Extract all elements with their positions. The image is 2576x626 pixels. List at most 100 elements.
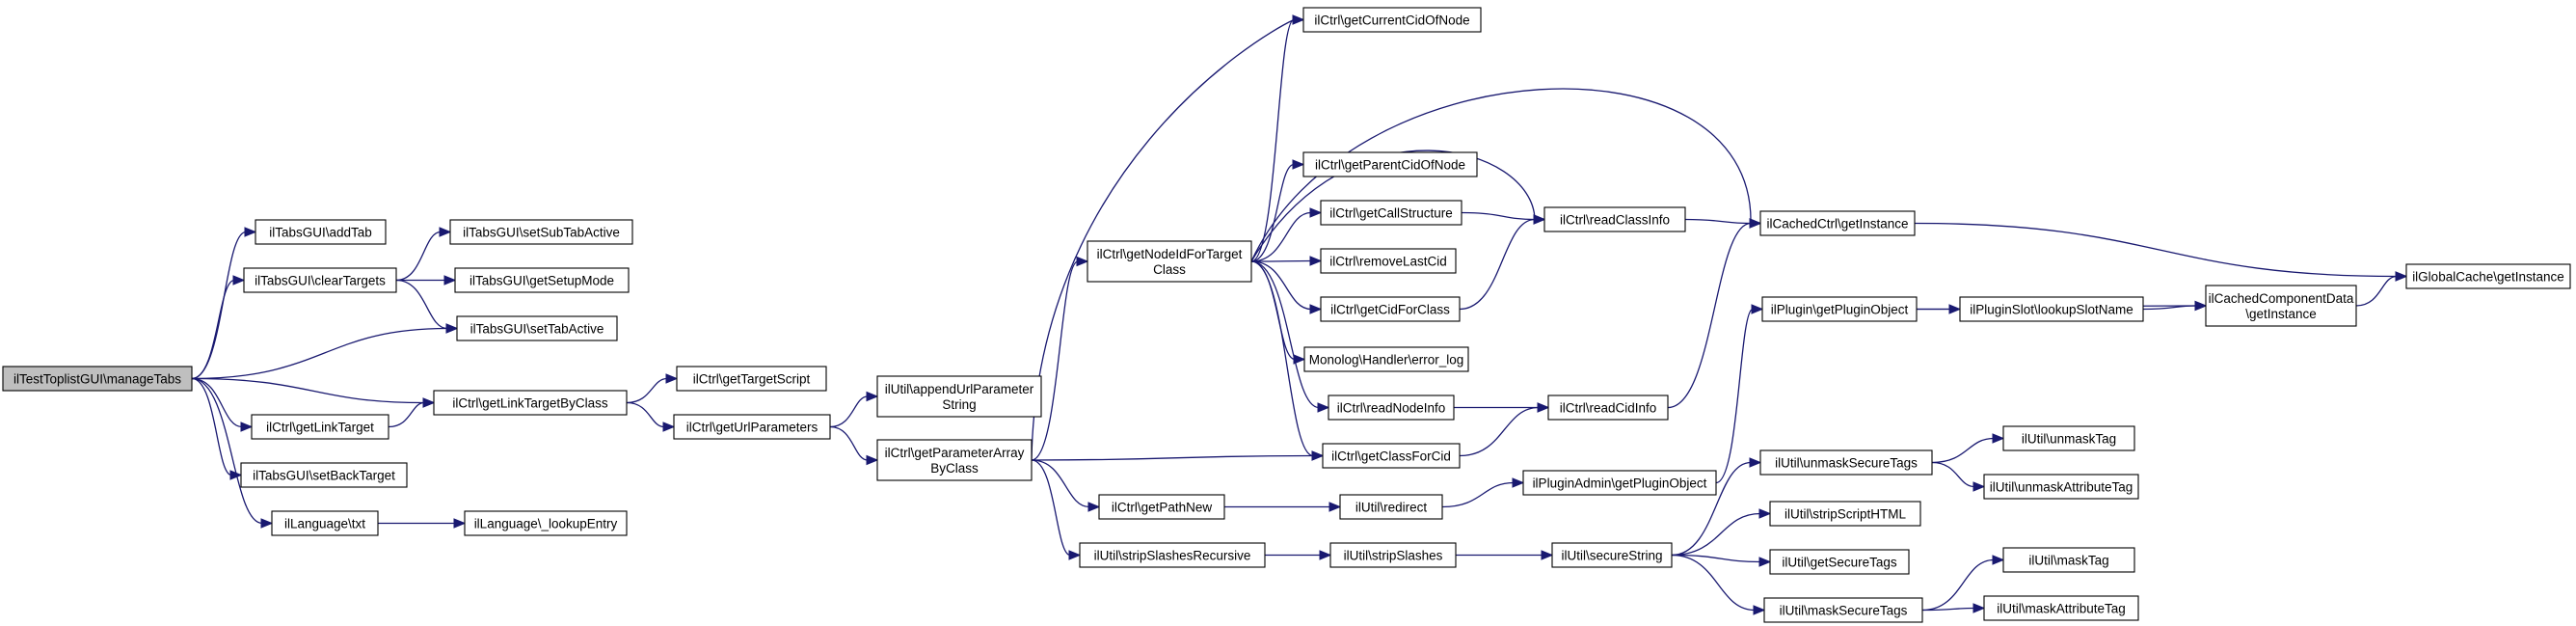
arrowhead-getNodeIdForTargetClass-to-getParentCidOfNode xyxy=(1292,159,1305,170)
node-getUrlParameters[interactable]: ilCtrl\getUrlParameters xyxy=(673,414,831,440)
node-readNodeInfo[interactable]: ilCtrl\readNodeInfo xyxy=(1328,395,1455,421)
node-stripSlashes[interactable]: ilUtil\stripSlashes xyxy=(1329,542,1457,568)
node-lookupSlotName[interactable]: ilPluginSlot\lookupSlotName xyxy=(1959,296,2144,322)
node-getSecureTags[interactable]: ilUtil\getSecureTags xyxy=(1769,549,1910,575)
node-box xyxy=(1329,542,1457,568)
node-lookupEntry[interactable]: ilLanguage\_lookupEntry xyxy=(464,510,628,536)
arrowhead-getLinkTarget-to-getLinkTargetByClass xyxy=(422,397,436,408)
edge-manageTabs-to-addTab xyxy=(191,231,247,380)
node-readCidInfo[interactable]: ilCtrl\readCidInfo xyxy=(1547,395,1669,421)
node-getCallStructure[interactable]: ilCtrl\getCallStructure xyxy=(1320,200,1462,226)
arrowhead-pluginGetPluginObject-to-lookupSlotName xyxy=(1948,304,1962,314)
node-box xyxy=(1302,7,1482,33)
edge-manageTabs-to-txt xyxy=(191,377,263,525)
node-box xyxy=(449,219,633,245)
node-addTab[interactable]: ilTabsGUI\addTab xyxy=(255,219,387,245)
node-setSubTabActive[interactable]: ilTabsGUI\setSubTabActive xyxy=(449,219,633,245)
node-getCidForClass[interactable]: ilCtrl\getCidForClass xyxy=(1320,296,1461,322)
arrowhead-getParameterArrayByClass-to-getNodeIdForTargetClass xyxy=(1076,256,1089,267)
node-label: ilPluginSlot\lookupSlotName xyxy=(1970,303,2133,317)
node-box xyxy=(2405,263,2571,289)
arrowhead-maskSecureTags-to-maskTag xyxy=(1992,555,2005,565)
node-errorLog[interactable]: Monolog\Handler\error_log xyxy=(1303,346,1469,372)
node-getParentCidOfNode[interactable]: ilCtrl\getParentCidOfNode xyxy=(1302,151,1478,177)
arrowhead-manageTabs-to-txt xyxy=(260,518,274,529)
node-cachedComponentDataGetInstance[interactable]: ilCachedComponentData\getInstance xyxy=(2205,285,2357,327)
arrowhead-clearTargets-to-setTabActive xyxy=(445,323,459,334)
node-stripSlashesRecursive[interactable]: ilUtil\stripSlashesRecursive xyxy=(1079,542,1266,568)
arrowhead-getNodeIdForTargetClass-to-removeLastCid xyxy=(1309,256,1323,266)
node-box xyxy=(876,375,1042,418)
arrowhead-getNodeIdForTargetClass-to-getCidForClass xyxy=(1309,304,1323,314)
edge-getNodeIdForTargetClass-to-readClassInfo xyxy=(1250,150,1536,262)
node-redirect[interactable]: ilUtil\redirect xyxy=(1339,494,1443,520)
edge-getNodeIdForTargetClass-to-getClassForCid xyxy=(1250,260,1314,457)
node-maskSecureTags[interactable]: ilUtil\maskSecureTags xyxy=(1763,597,1923,623)
node-unmaskAttributeTag[interactable]: ilUtil\unmaskAttributeTag xyxy=(1983,474,2139,500)
edge-maskSecureTags-to-maskTag xyxy=(1921,558,1995,612)
node-readClassInfo[interactable]: ilCtrl\readClassInfo xyxy=(1543,206,1686,232)
node-label: ilCachedComponentData xyxy=(2209,291,2354,306)
node-removeLastCid[interactable]: ilCtrl\removeLastCid xyxy=(1320,248,1457,274)
node-box xyxy=(1522,470,1717,496)
node-clearTargets[interactable]: ilTabsGUI\clearTargets xyxy=(243,267,397,293)
node-getCurrentCidOfNode[interactable]: ilCtrl\getCurrentCidOfNode xyxy=(1302,7,1482,33)
edge-getNodeIdForTargetClass-to-getCidForClass xyxy=(1250,260,1312,311)
node-maskAttributeTag[interactable]: ilUtil\maskAttributeTag xyxy=(1983,595,2139,621)
node-getPathNew[interactable]: ilCtrl\getPathNew xyxy=(1098,494,1225,520)
node-getLinkTargetByClass[interactable]: ilCtrl\getLinkTargetByClass xyxy=(433,390,628,416)
node-box xyxy=(2002,547,2135,573)
node-getSetupMode[interactable]: ilTabsGUI\getSetupMode xyxy=(454,267,630,293)
node-getClassForCid[interactable]: ilCtrl\getClassForCid xyxy=(1322,443,1461,469)
arrowhead-unmaskSecureTags-to-unmaskTag xyxy=(1992,433,2005,444)
node-label: ilCtrl\getPathNew xyxy=(1112,501,1213,515)
node-label: ilUtil\unmaskTag xyxy=(2022,432,2116,447)
node-label: Monolog\Handler\error_log xyxy=(1309,353,1464,367)
node-box xyxy=(673,414,831,440)
nodes-layer: ilTestToplistGUI\manageTabs ilTabsGUI\add… xyxy=(2,7,2571,623)
node-pluginGetPluginObject[interactable]: ilPlugin\getPluginObject xyxy=(1761,296,1918,322)
node-globalCacheGetInstance[interactable]: ilGlobalCache\getInstance xyxy=(2405,263,2571,289)
arrowhead-getNodeIdForTargetClass-to-getClassForCid xyxy=(1311,450,1325,461)
node-label: ilCtrl\readClassInfo xyxy=(1560,213,1670,228)
edge-getNodeIdForTargetClass-to-getParentCidOfNode xyxy=(1250,163,1295,262)
edge-getLinkTarget-to-getLinkTargetByClass xyxy=(388,401,425,428)
node-setTabActive[interactable]: ilTabsGUI\setTabActive xyxy=(456,315,618,341)
node-label: ilCtrl\getLinkTargetByClass xyxy=(452,396,608,411)
node-label: ilUtil\stripScriptHTML xyxy=(1784,507,1907,522)
node-getTargetScript[interactable]: ilCtrl\getTargetScript xyxy=(676,366,827,392)
node-setBackTarget[interactable]: ilTabsGUI\setBackTarget xyxy=(240,462,408,488)
node-label: ilTestToplistGUI\manageTabs xyxy=(13,372,181,387)
node-box xyxy=(433,390,628,416)
arrowhead-lookupSlotName-to-cachedComponentDataGetInstance xyxy=(2194,300,2208,312)
edge-manageTabs-to-getLinkTarget xyxy=(191,377,243,428)
node-maskTag[interactable]: ilUtil\maskTag xyxy=(2002,547,2135,573)
node-label: ilCtrl\getParameterArray xyxy=(885,446,1025,460)
node-box xyxy=(1320,200,1462,226)
arrowhead-secureString-to-unmaskSecureTags xyxy=(1749,457,1762,468)
arrowhead-clearTargets-to-setSubTabActive xyxy=(439,227,452,237)
node-label: ilTabsGUI\addTab xyxy=(269,226,372,240)
node-box xyxy=(1322,443,1461,469)
node-box xyxy=(1759,449,1933,476)
arrowhead-secureString-to-maskSecureTags xyxy=(1753,605,1766,615)
node-txt[interactable]: ilLanguage\txt xyxy=(271,510,379,536)
node-getLinkTarget[interactable]: ilCtrl\getLinkTarget xyxy=(251,414,389,440)
node-label: ilUtil\redirect xyxy=(1355,501,1428,515)
arrowhead-redirect-to-getPluginObjectAdmin xyxy=(1512,477,1525,488)
node-manageTabs[interactable]: ilTestToplistGUI\manageTabs xyxy=(2,366,193,392)
node-label: ilCtrl\getClassForCid xyxy=(1331,449,1451,464)
node-unmaskTag[interactable]: ilUtil\unmaskTag xyxy=(2002,425,2135,451)
node-unmaskSecureTags[interactable]: ilUtil\unmaskSecureTags xyxy=(1759,449,1933,476)
node-cachedCtrlGetInstance[interactable]: ilCachedCtrl\getInstance xyxy=(1759,210,1916,236)
node-stripScriptHTML[interactable]: ilUtil\stripScriptHTML xyxy=(1769,501,1921,527)
edge-getCidForClass-to-readClassInfo xyxy=(1459,218,1536,311)
arrowhead-secureString-to-stripScriptHTML xyxy=(1758,508,1772,519)
node-label: ilCtrl\readCidInfo xyxy=(1560,401,1657,416)
node-secureString[interactable]: ilUtil\secureString xyxy=(1551,542,1673,568)
node-getPluginObjectAdmin[interactable]: ilPluginAdmin\getPluginObject xyxy=(1522,470,1717,496)
